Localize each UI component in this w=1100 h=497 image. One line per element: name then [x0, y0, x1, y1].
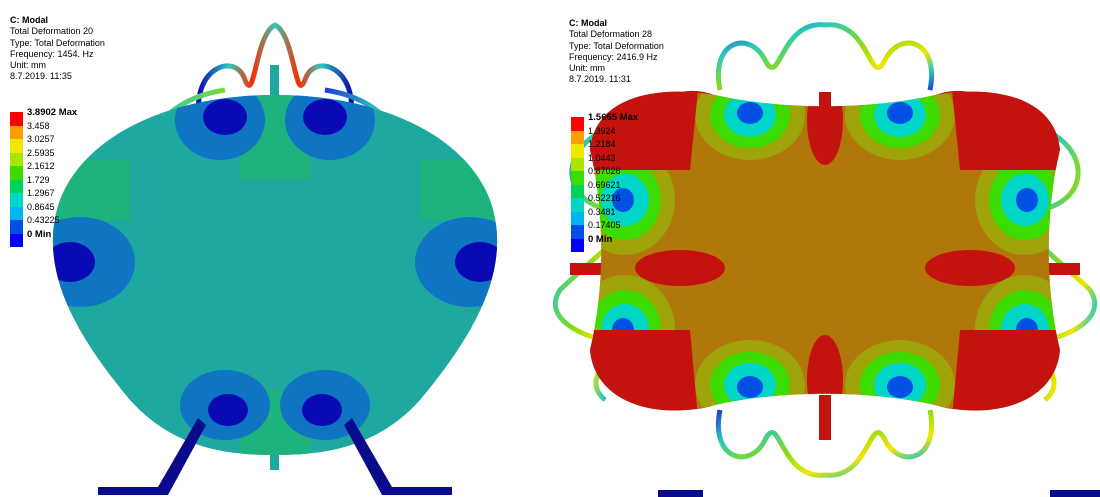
spring-top — [196, 22, 354, 121]
legend-swatch — [10, 139, 23, 153]
legend-swatch — [571, 211, 584, 225]
legend-swatch — [571, 144, 584, 158]
support-right — [1050, 490, 1100, 497]
legend-label: 1.2967 — [27, 188, 55, 198]
result-unit: Unit: mm — [569, 63, 605, 74]
legend-swatch — [571, 184, 584, 198]
legend-swatch — [10, 220, 23, 234]
legend-label: 0 Min — [27, 228, 52, 240]
legend-swatch — [571, 198, 584, 212]
result-date: 8.7.2019. 11:31 — [569, 74, 631, 85]
legend-label: 1.729 — [27, 174, 50, 185]
analysis-header: C: Modal — [10, 15, 48, 25]
result-type: Type: Total Deformation — [569, 40, 664, 51]
deformed-ring — [52, 95, 498, 455]
analysis-header: C: Modal — [569, 18, 607, 28]
spring-bottom — [715, 409, 935, 478]
support-left — [98, 418, 206, 495]
deformation-plot-left — [52, 22, 498, 495]
legend-label: 0.43225 — [27, 215, 60, 225]
support-right — [344, 418, 452, 495]
result-title: Total Deformation 20 — [10, 26, 94, 37]
legend-swatch — [571, 225, 584, 239]
result-unit: Unit: mm — [10, 60, 46, 71]
legend-label: 0.3481 — [588, 206, 616, 217]
legend-label: 2.1612 — [27, 161, 55, 171]
legend-label: 0 Min — [588, 233, 613, 245]
deformation-plot-right — [552, 22, 1100, 497]
legend-label: 0.8645 — [27, 201, 55, 212]
legend-label: 0.87026 — [588, 166, 621, 176]
spring-top — [715, 22, 935, 91]
legend-swatch — [10, 206, 23, 220]
legend-swatch — [10, 152, 23, 166]
legend-swatch — [571, 238, 584, 252]
legend-label: 2.5935 — [27, 147, 55, 158]
legend-label: 1.5665 Max — [588, 112, 639, 123]
result-type: Type: Total Deformation — [10, 37, 105, 48]
legend-label: 0.17405 — [588, 220, 621, 230]
legend-label: 0.69621 — [588, 179, 621, 190]
mode-panel-left: C: Modal Total Deformation 20 Type: Tota… — [10, 15, 498, 495]
legend-swatch — [10, 125, 23, 139]
legend-label: 3.8902 Max — [27, 107, 78, 118]
result-info-right: C: Modal Total Deformation 28 Type: Tota… — [569, 18, 664, 86]
legend-label: 1.0443 — [588, 152, 616, 163]
result-date: 8.7.2019. 11:35 — [10, 71, 72, 82]
result-title: Total Deformation 28 — [569, 29, 653, 40]
legend-swatch — [10, 233, 23, 247]
legend-swatch — [10, 193, 23, 207]
legend-swatch — [571, 130, 584, 144]
legend-swatch — [571, 157, 584, 171]
legend-swatch — [10, 112, 23, 126]
result-frequency: Frequency: 2416.9 Hz — [569, 51, 658, 62]
legend-label: 3.458 — [27, 120, 50, 131]
result-info-left: C: Modal Total Deformation 20 Type: Tota… — [10, 15, 105, 83]
legend-label: 1.2184 — [588, 139, 616, 149]
deformed-square-frame — [590, 91, 1060, 411]
legend-swatch — [10, 166, 23, 180]
result-frequency: Frequency: 1454. Hz — [10, 48, 94, 59]
legend-swatch — [10, 179, 23, 193]
legend-swatch — [571, 171, 584, 185]
support-left — [658, 490, 703, 497]
mode-panel-right: C: Modal Total Deformation 28 Type: Tota… — [550, 0, 1100, 497]
legend-label: 1.3924 — [588, 125, 616, 136]
legend-swatch — [571, 117, 584, 131]
legend-label: 3.0257 — [27, 134, 55, 144]
legend-label: 0.52216 — [588, 193, 621, 203]
